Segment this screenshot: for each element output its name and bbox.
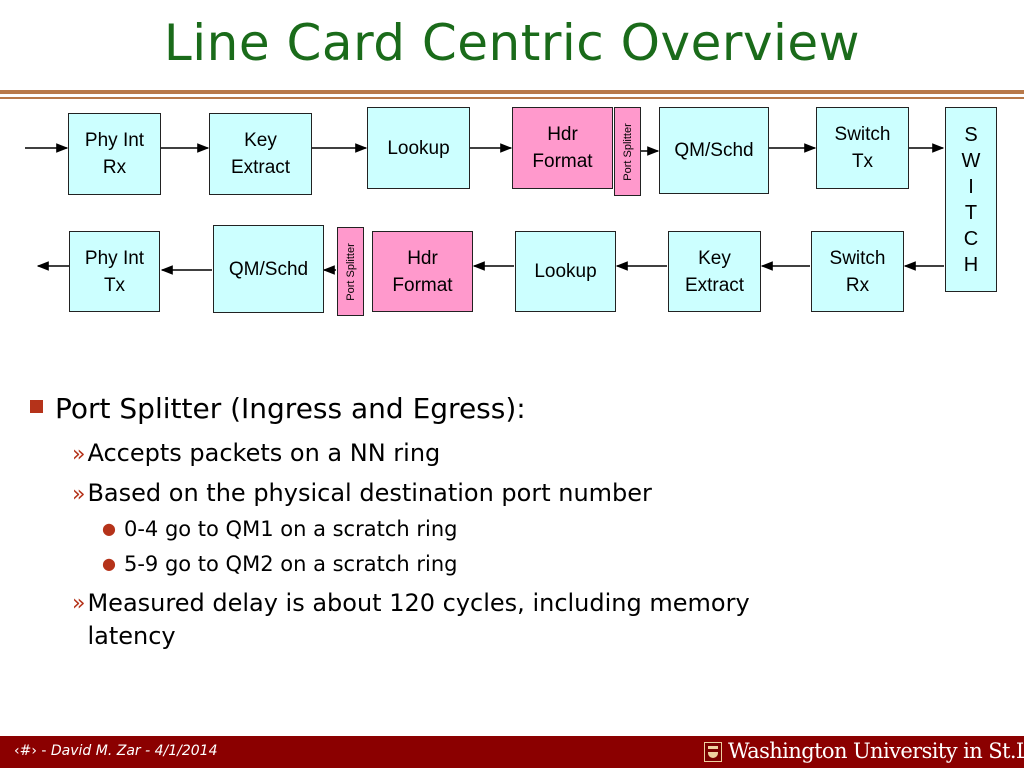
slide-number: ‹#› - xyxy=(14,743,51,759)
bullet-heading: Port Splitter (Ingress and Egress): xyxy=(30,392,526,425)
ingress-port-splitter: Port Splitter xyxy=(614,107,641,196)
pipeline-arrows xyxy=(25,143,945,275)
switch-letter: I xyxy=(968,175,974,198)
chevron-bullet-icon: » xyxy=(72,442,86,467)
slide-title: Line Card Centric Overview xyxy=(163,14,861,72)
egress-port-splitter: Port Splitter xyxy=(337,227,364,316)
switch-letter: T xyxy=(964,201,978,224)
ingress-qm-schd: QM/Schd xyxy=(659,107,769,194)
bullet-item: » Measured delay is about 120 cycles, in… xyxy=(72,587,772,653)
title-rule xyxy=(0,90,1024,94)
switch-letter: W xyxy=(961,149,981,172)
switch-letter: S xyxy=(964,123,978,146)
square-bullet-icon xyxy=(30,400,43,413)
sub-bullet-item: ●5-9 go to QM2 on a scratch ring xyxy=(102,552,458,576)
dot-bullet-icon: ● xyxy=(102,554,116,573)
sub-bullet-item: ●0-4 go to QM1 on a scratch ring xyxy=(102,517,458,541)
switch-letter: C xyxy=(963,227,979,250)
university-name: Washington University in St.Louis xyxy=(728,739,1024,763)
egress-lookup: Lookup xyxy=(515,231,616,312)
footer-credit: ‹#› - David M. Zar - 4/1/2014 xyxy=(14,743,218,759)
switch-fabric: S W I T C H xyxy=(945,107,997,292)
title-rule-thin xyxy=(0,97,1024,99)
university-crest-icon xyxy=(704,742,722,762)
dot-bullet-icon: ● xyxy=(102,519,116,538)
egress-qm-schd: QM/Schd xyxy=(213,225,324,313)
footer-bar: ‹#› - David M. Zar - 4/1/2014 Washington… xyxy=(0,736,1024,768)
bullet-item: »Accepts packets on a NN ring xyxy=(72,439,441,467)
author-date: David M. Zar - 4/1/2014 xyxy=(50,743,218,759)
chevron-bullet-icon: » xyxy=(72,482,86,507)
ingress-lookup: Lookup xyxy=(367,107,470,189)
bullet-item: »Based on the physical destination port … xyxy=(72,479,652,507)
switch-letter: H xyxy=(963,253,979,276)
chevron-bullet-icon: » xyxy=(72,591,86,616)
